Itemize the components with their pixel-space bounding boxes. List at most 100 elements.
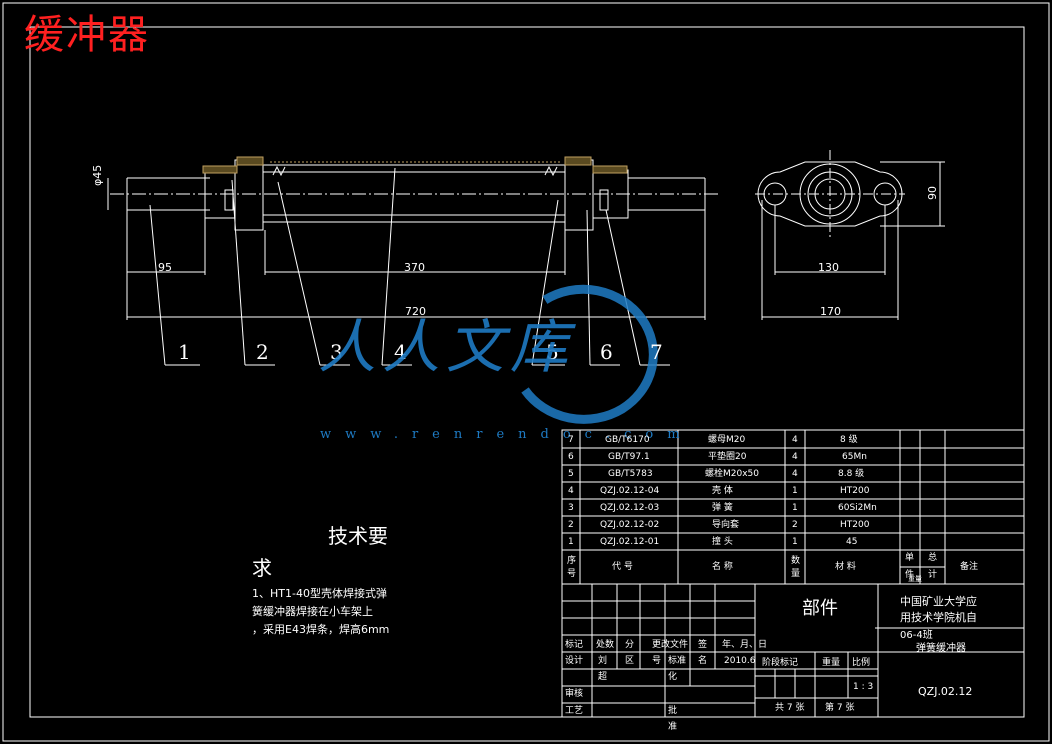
row-code: QZJ.02.12-02: [600, 520, 660, 530]
drawing-title-2: 弹簧缓冲器: [916, 643, 966, 654]
tb-design: 设计: [565, 656, 584, 666]
balloon-1: 1: [178, 340, 191, 364]
school-line-1: 中国矿业大学应: [900, 595, 977, 608]
row-code: GB/T5783: [608, 469, 653, 479]
row-material: 65Mn: [842, 452, 867, 462]
row-qty: 1: [792, 503, 798, 513]
balloon-3: 3: [330, 340, 343, 364]
requirement-line-1: 1、HT1-40型壳体焊接式弹: [252, 587, 387, 600]
tb-date-head: 年、月、日: [722, 640, 768, 650]
watermark-url: www.renrendoc.com: [320, 427, 694, 442]
row-name: 弹 簧: [712, 503, 733, 513]
row-material: 45: [846, 537, 858, 547]
dim-170: 170: [820, 305, 841, 318]
header-qty-1: 数: [791, 556, 801, 566]
tb-sign-1: 签: [698, 640, 708, 650]
balloon-7: 7: [650, 340, 663, 364]
row-no: 3: [568, 503, 574, 513]
header-no-1: 序: [567, 556, 577, 566]
header-name: 名 称: [712, 562, 733, 572]
tb-mark: 标记: [565, 640, 584, 650]
watermark-logo: [521, 284, 658, 424]
parts-table: [561, 429, 1025, 718]
row-code: QZJ.02.12-03: [600, 503, 660, 513]
dim-130: 130: [818, 261, 839, 274]
row-code: GB/T6170: [605, 435, 650, 445]
inner-border: [29, 26, 1025, 718]
row-material: 8 级: [840, 435, 858, 445]
row-name: 导向套: [712, 520, 740, 530]
tb-total-sheets: 共 7 张: [775, 703, 805, 713]
tb-approve-2: 准: [668, 722, 678, 732]
header-remark: 备注: [960, 562, 979, 572]
header-single-2: 件: [905, 570, 915, 580]
balloon-2: 2: [256, 340, 269, 364]
dim-diameter: φ45: [91, 164, 104, 186]
row-qty: 1: [792, 537, 798, 547]
dim-95: 95: [158, 261, 172, 274]
requirement-line-2: 簧缓冲器焊接在小车架上: [252, 605, 373, 618]
section-hatch: [202, 156, 628, 174]
row-material: 60Si2Mn: [838, 503, 877, 513]
requirements-title: 技术要: [328, 524, 388, 548]
tb-std-1: 标准: [668, 656, 687, 666]
tb-count: 处数: [596, 640, 615, 650]
row-no: 7: [568, 435, 574, 445]
row-no: 4: [568, 486, 574, 496]
header-single-1: 单: [905, 553, 915, 563]
row-qty: 4: [792, 435, 798, 445]
dimension-lines: [107, 178, 706, 320]
header-qty-2: 量: [791, 569, 801, 579]
row-name: 平垫圈20: [708, 452, 747, 462]
balloon-5: 5: [546, 340, 559, 364]
tb-sheet-no: 第 7 张: [825, 703, 855, 713]
header-code: 代 号: [612, 562, 633, 572]
row-no: 2: [568, 520, 574, 530]
requirement-line-3: ，采用E43焊条，焊高6mm: [252, 623, 390, 636]
balloon-4: 4: [394, 340, 407, 364]
header-material: 材 料: [835, 562, 856, 572]
leader-lines: [149, 167, 670, 366]
tb-changefile-2: 号: [652, 656, 662, 666]
requirements-title-2: 求: [252, 556, 272, 580]
row-name: 壳 体: [712, 486, 733, 496]
header-no-2: 号: [567, 569, 577, 579]
tb-stage: 阶段标记: [762, 658, 799, 668]
header-weight: 重量: [908, 575, 922, 583]
dim-370: 370: [404, 261, 425, 274]
row-qty: 2: [792, 520, 798, 530]
row-code: GB/T97.1: [608, 452, 650, 462]
tb-scale: 比例: [852, 658, 871, 668]
row-qty: 4: [792, 452, 798, 462]
balloon-6: 6: [600, 340, 613, 364]
tb-std-2: 化: [668, 672, 678, 682]
tb-zone-2: 区: [625, 656, 635, 666]
tb-designer-1: 刘: [598, 656, 608, 666]
drawing-title: 缓冲器: [24, 12, 150, 58]
row-no: 6: [568, 452, 574, 462]
tb-drawing-no: QZJ.02.12: [918, 685, 973, 698]
tb-approve-1: 批: [668, 706, 678, 716]
tb-sign-2: 名: [698, 656, 708, 666]
tb-weight: 重量: [822, 658, 841, 668]
row-code: QZJ.02.12-04: [600, 486, 660, 496]
dim-720: 720: [405, 305, 426, 318]
tb-scale-value: 1 : 3: [853, 682, 874, 692]
side-view: [755, 150, 945, 320]
tb-designer-2: 超: [598, 672, 608, 682]
drawing-title-1: 06-4班: [900, 630, 933, 641]
row-qty: 1: [792, 486, 798, 496]
header-total-2: 计: [928, 570, 938, 580]
row-no: 5: [568, 469, 574, 479]
school-line-2: 用技术学院机自: [900, 611, 977, 624]
row-material: 8.8 级: [838, 469, 865, 479]
row-name: 螺母M20: [708, 435, 746, 445]
header-total-1: 总: [928, 553, 938, 563]
row-no: 1: [568, 537, 574, 547]
row-code: QZJ.02.12-01: [600, 537, 660, 547]
tb-process: 工艺: [565, 706, 584, 716]
tb-zone-1: 分: [625, 640, 635, 650]
front-view: [110, 159, 720, 231]
